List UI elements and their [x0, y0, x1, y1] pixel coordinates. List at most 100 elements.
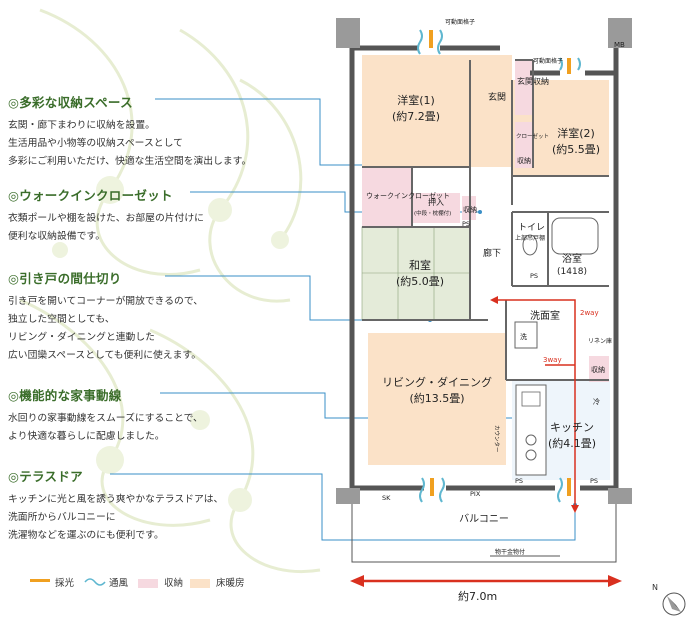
label-2way: 2way	[580, 309, 599, 317]
label-storage-2: 収納	[463, 205, 477, 214]
feature-desc: 引き戸を開いてコーナーが開放できるので、 独立した空間としても、 リビング・ダイ…	[8, 293, 328, 365]
columns	[336, 18, 632, 504]
label-ps-2: PS	[530, 272, 538, 280]
kitchen-sink	[521, 391, 541, 407]
legend-floor-heating-label: 床暖房	[216, 578, 245, 589]
label-japanese-size: (約5.0畳)	[396, 274, 444, 288]
feature-line: 洗面所からバルコニーに	[8, 512, 116, 523]
label-living: リビング・ダイニング	[382, 375, 492, 389]
callout-line-terrace	[110, 473, 576, 541]
feature-line: リビング・ダイニングと連動した	[8, 332, 155, 343]
wind-markers	[417, 29, 581, 503]
feature-line: 広い団欒スペースとしても便利に使えます。	[8, 350, 201, 361]
feature-line: 衣類ポールや棚を設けた、お部屋の片付けに	[8, 213, 204, 224]
toilet-bowl	[522, 234, 538, 256]
feature-line: より快適な暮らしに配慮しました。	[8, 431, 165, 442]
feature-desc: 衣類ポールや棚を設けた、お部屋の片付けに 便利な収納設備です。	[8, 210, 328, 246]
feature-line: 便利な収納設備です。	[8, 231, 105, 242]
walkin-closet-fill	[362, 167, 412, 227]
label-walkin: ウォークインクローゼット	[366, 191, 450, 200]
light-markers	[429, 30, 571, 496]
route-arrowheads	[490, 296, 579, 513]
feature-title: ◎機能的な家事動線	[8, 388, 122, 403]
label-window-top2: 可動面格子	[533, 57, 563, 65]
storage-swatch-icon	[138, 579, 158, 588]
label-japanese: 和室	[409, 258, 431, 272]
label-fridge: 冷	[593, 397, 600, 406]
label-sk: SK	[382, 494, 391, 502]
label-western1-size: (約7.2畳)	[392, 109, 440, 123]
label-linen: リネン庫	[588, 337, 612, 345]
label-bath: 浴室	[562, 252, 582, 265]
entrance-storage-fill	[515, 60, 533, 115]
label-ps-1: PS	[462, 220, 470, 228]
feature-line: 洗濯物などを運ぶのにも便利です。	[8, 530, 164, 541]
legend-wind: 通風	[84, 575, 128, 589]
feature-sliding-door: ◎引き戸の間仕切り 引き戸を開いてコーナーが開放できるので、 独立した空間として…	[8, 268, 328, 365]
washroom-sink	[514, 321, 538, 349]
legend-light-label: 採光	[55, 578, 75, 589]
housework-route	[498, 299, 576, 505]
label-rail: 物干金物付	[495, 548, 525, 556]
label-entrance-storage: 玄関収納	[517, 76, 549, 86]
feature-line: 多彩にご利用いただけ、快適な生活空間を演出します。	[8, 156, 252, 167]
feature-line: 引き戸を開いてコーナーが開放できるので、	[8, 296, 204, 307]
closet-fill	[515, 122, 533, 150]
feature-line: 玄関・廊下まわりに収納を設置。	[8, 120, 155, 131]
label-storage-3: 収納	[591, 365, 605, 374]
label-window-top: 可動面格子	[445, 18, 475, 26]
stove-burner	[525, 449, 537, 461]
room-western1-fill	[362, 55, 512, 167]
legend-storage: 収納	[138, 575, 183, 589]
interior-walls	[362, 59, 609, 381]
label-3way: 3way	[543, 356, 562, 364]
feature-line: 独立した空間としても、	[8, 314, 115, 325]
feature-terrace-door: ◎テラスドア キッチンに光と風を誘う爽やかなテラスドアは、 洗面所からバルコニー…	[8, 466, 328, 545]
outer-walls	[349, 45, 619, 491]
bathtub	[551, 217, 599, 255]
compass-icon: N	[652, 583, 686, 616]
feature-title: ◎引き戸の間仕切り	[8, 271, 122, 286]
label-washer: 洗	[520, 332, 527, 341]
light-swatch-icon	[30, 579, 50, 582]
label-pix: PIX	[470, 490, 481, 498]
storage-fill-4	[589, 356, 609, 382]
label-toilet-sub: 上部吊戸棚	[515, 234, 545, 242]
label-oshiire: 押入	[428, 197, 444, 207]
label-counter: カウンター	[493, 425, 501, 453]
dimension-arrow	[350, 575, 622, 587]
label-western1: 洋室(1)	[397, 93, 435, 107]
label-entrance: 玄関	[488, 91, 506, 103]
features-panel: ◎多彩な収納スペース 玄関・廊下まわりに収納を設置。 生活用品や小物等の収納スペ…	[0, 0, 330, 560]
label-kitchen: キッチン	[550, 421, 594, 434]
feature-title: ◎ウォークインクローゼット	[8, 188, 173, 203]
label-balcony: バルコニー	[459, 513, 509, 525]
feature-line: 生活用品や小物等の収納スペースとして	[8, 138, 183, 149]
wind-swatch-icon	[84, 578, 106, 586]
room-japanese-fill	[362, 227, 470, 320]
feature-desc: 水回りの家事動線をスムーズにすることで、 より快適な暮らしに配慮しました。	[8, 410, 328, 446]
storage-fill-2	[515, 150, 533, 168]
feature-storage: ◎多彩な収納スペース 玄関・廊下まわりに収納を設置。 生活用品や小物等の収納スペ…	[8, 92, 328, 171]
feature-desc: 玄関・廊下まわりに収納を設置。 生活用品や小物等の収納スペースとして 多彩にご利…	[8, 117, 328, 171]
feature-line: キッチンに光と風を誘う爽やかなテラスドアは、	[8, 494, 224, 505]
label-mb: MB	[614, 41, 625, 49]
feature-title: ◎テラスドア	[8, 469, 83, 484]
label-bath-size: (1418)	[557, 267, 587, 277]
balcony-rail	[351, 504, 617, 563]
label-storage-1: 収納	[517, 156, 531, 165]
legend-floor-heating: 床暖房	[190, 575, 245, 589]
floor-heating-swatch-icon	[190, 579, 210, 588]
feature-desc: キッチンに光と風を誘う爽やかなテラスドアは、 洗面所からバルコニーに 洗濯物など…	[8, 491, 328, 545]
dimension-label: 約7.0m	[458, 590, 498, 603]
label-ps-4: PS	[590, 477, 598, 485]
label-corridor: 廊下	[483, 247, 501, 259]
label-living-size: (約13.5畳)	[409, 391, 464, 405]
label-oshiire-sub: (中段・枕棚付)	[414, 209, 451, 217]
legend-light: 採光	[30, 575, 74, 589]
label-ps-3: PS	[515, 477, 523, 485]
label-western2-size: (約5.5畳)	[552, 142, 600, 156]
label-western2: 洋室(2)	[557, 126, 595, 140]
